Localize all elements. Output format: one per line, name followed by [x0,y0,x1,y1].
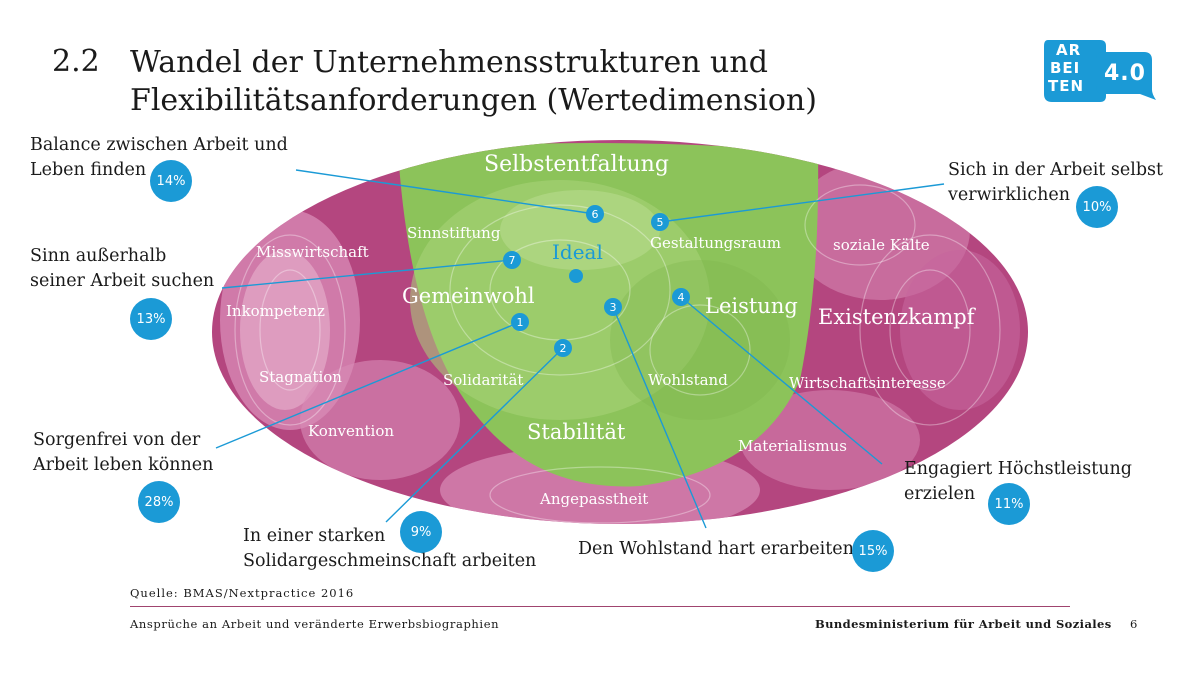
page-title: Wandel der Unternehmensstrukturen und Fl… [130,45,817,118]
label-misswirtschaft: Misswirtschaft [256,243,369,261]
label-existenzkampf: Existenzkampf [818,305,977,329]
percent-badge-5: 10% [1076,186,1118,228]
footer-ministry: Bundesministerium für Arbeit und Soziale… [815,617,1112,631]
marker-3-label: 3 [610,301,617,314]
section-number: 2.2 [52,44,100,79]
callout-2-line-1: In einer starken [243,526,386,546]
callout-6-line-1: Balance zwischen Arbeit und [30,135,288,155]
marker-6-label: 6 [592,208,599,221]
callout-4: Engagiert Höchstleistung erzielen [904,457,1132,507]
callout-5-line-1: Sich in der Arbeit selbst [948,160,1164,180]
label-gestaltungsraum: Gestaltungsraum [650,234,781,252]
connector-7 [221,259,513,289]
label-solidaritaet: Solidarität [443,371,523,389]
footer-topic: Ansprüche an Arbeit und veränderte Erwer… [130,617,500,631]
source-note: Quelle: BMAS/Nextpractice 2016 [130,586,355,600]
marker-2 [554,339,572,357]
label-selbstentfaltung: Selbstentfaltung [484,152,669,177]
callout-4-line-2: erzielen [904,484,976,504]
label-materialismus: Materialismus [738,437,847,455]
marker-5 [651,213,669,231]
callout-1: Sorgenfrei von der Arbeit leben können [33,428,213,478]
logo-line-2: BEI [1050,59,1081,77]
logo-line-1: AR [1056,41,1082,59]
connector-1 [215,321,521,449]
callout-6-line-2: Leben finden [30,160,147,180]
callout-2-line-2: Solidargeschmeinschaft arbeiten [243,551,537,571]
label-ideal: Ideal [552,240,603,264]
marker-7 [503,251,521,269]
label-stagnation: Stagnation [259,368,342,386]
marker-4-label: 4 [678,291,685,304]
logo-version: 4.0 [1104,61,1146,86]
percent-badge-3: 15% [852,530,894,572]
logo-shapes [1044,40,1156,102]
label-inkompetenz: Inkompetenz [226,302,325,320]
marker-3 [604,298,622,316]
ideal-point [569,269,583,283]
percent-badge-4: 11% [988,483,1030,525]
label-gemeinwohl: Gemeinwohl [402,284,535,308]
logo-line-3: TEN [1048,77,1085,95]
connector-4 [680,296,883,465]
callout-1-line-2: Arbeit leben können [33,455,214,475]
percent-badge-6: 14% [150,160,192,202]
connector-3 [612,306,707,529]
label-wohlstand: Wohlstand [648,371,728,389]
callout-3-line-1: Den Wohlstand hart erarbeiten [578,539,854,559]
percent-badge-2: 9% [400,511,442,553]
connector-6 [295,169,596,215]
callout-1-line-1: Sorgenfrei von der [33,430,201,450]
callout-5: Sich in der Arbeit selbst verwirklichen [948,158,1163,208]
callout-2: In einer starken Solidargeschmeinschaft … [243,524,536,574]
marker-7-label: 7 [509,254,516,267]
callout-6: Balance zwischen Arbeit und Leben finden [30,133,288,183]
marker-2-label: 2 [560,342,567,355]
label-leistung: Leistung [705,294,798,318]
percent-badge-1: 28% [138,481,180,523]
footer-divider [130,606,1070,607]
label-stabilitaet: Stabilität [527,420,626,444]
percent-badge-7: 13% [130,298,172,340]
marker-4 [672,288,690,306]
arbeiten-4-0-logo: AR BEI TEN 4.0 [1040,36,1160,110]
callout-5-line-2: verwirklichen [948,185,1071,205]
callout-7-line-2: seiner Arbeit suchen [30,271,215,291]
label-konvention: Konvention [308,422,394,440]
marker-1-label: 1 [517,316,524,329]
marker-5-label: 5 [657,216,664,229]
marker-1 [511,313,529,331]
connector-2 [385,347,564,523]
marker-6 [586,205,604,223]
label-sinnstiftung: Sinnstiftung [407,224,501,242]
callout-7: Sinn außerhalb seiner Arbeit suchen [30,244,214,294]
callout-4-line-1: Engagiert Höchstleistung [904,459,1132,479]
label-wirtschaftsinteresse: Wirtschaftsinteresse [789,374,946,392]
callout-3: Den Wohlstand hart erarbeiten [578,537,854,562]
label-angepasstheit: Angepasstheit [539,490,648,508]
callout-7-line-1: Sinn außerhalb [30,246,167,266]
label-soziale-kaelte: soziale Kälte [833,236,930,254]
page-number: 6 [1130,617,1138,631]
connector-5 [659,183,945,223]
